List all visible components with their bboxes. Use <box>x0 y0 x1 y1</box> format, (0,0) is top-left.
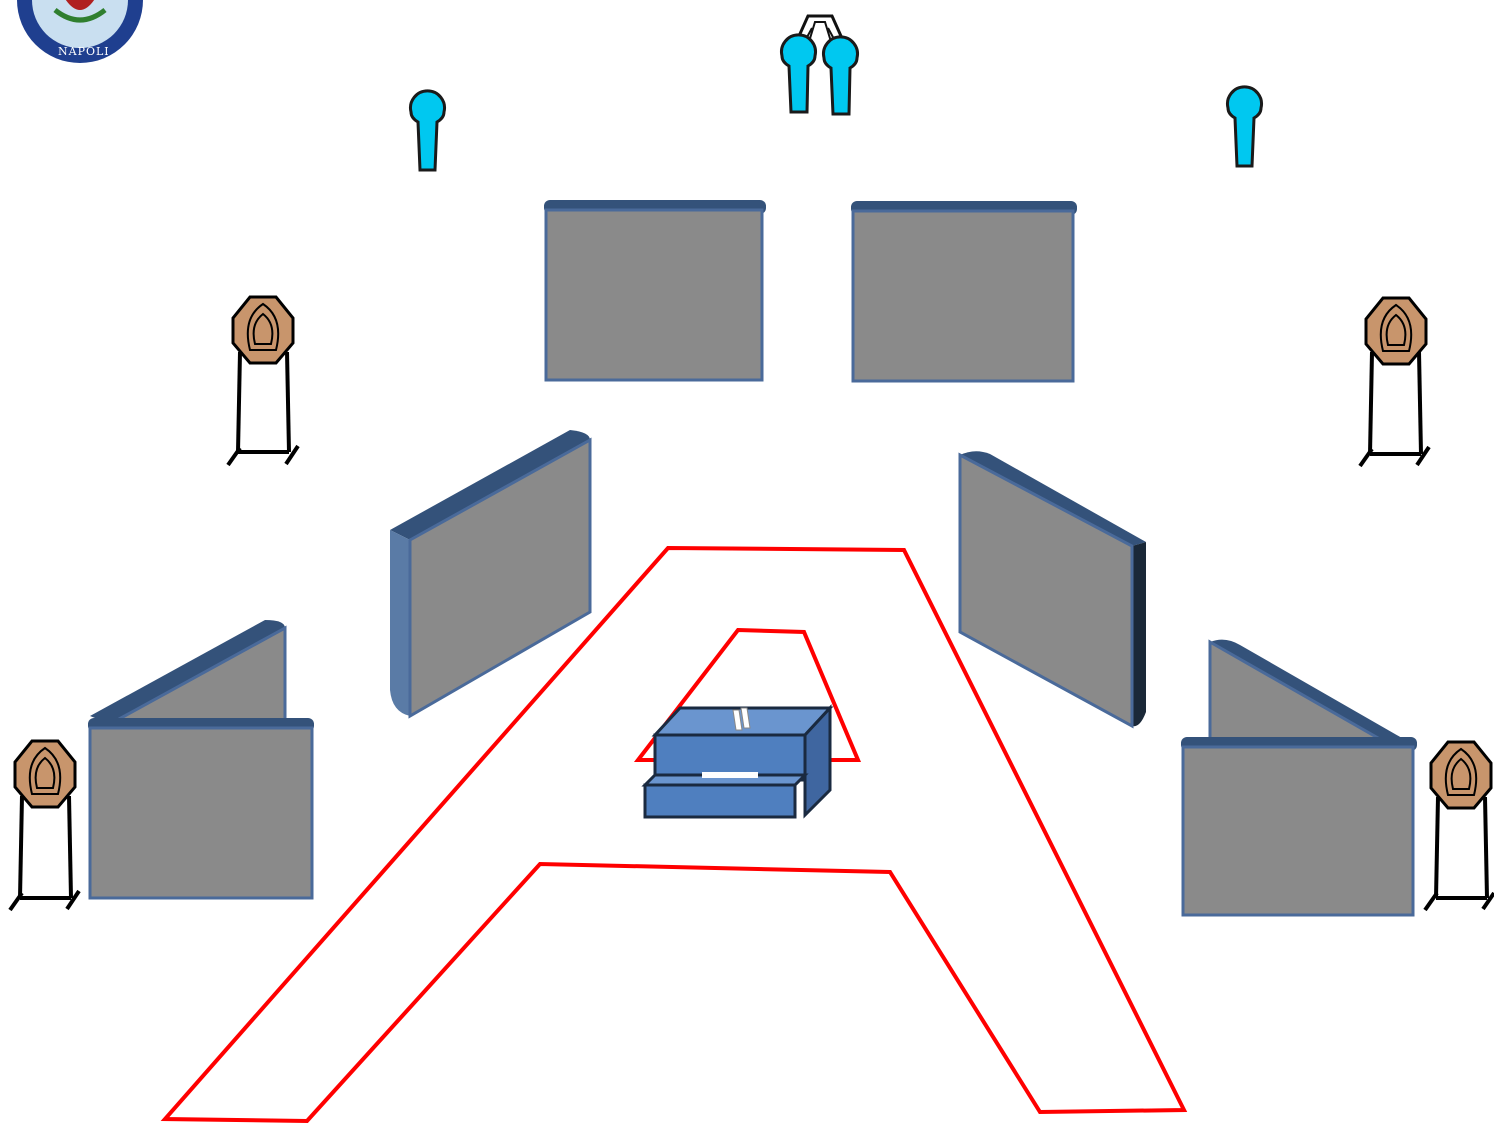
logo-text: NAPOLI <box>58 45 110 58</box>
popper-right <box>1226 85 1263 168</box>
wall-mid-right <box>958 451 1146 729</box>
paper-target-lower-right <box>1423 740 1494 912</box>
shooting-area-outer <box>160 545 1188 1124</box>
wall-low-right <box>1181 639 1417 917</box>
barrel-icon <box>641 704 834 819</box>
paper-target-upper-left <box>226 295 300 467</box>
wall-back-right <box>851 201 1077 383</box>
paper-target-upper-right <box>1358 296 1431 468</box>
paper-target-lower-left <box>8 739 81 912</box>
club-logo-icon: NAPOLI <box>17 0 143 63</box>
wall-low-left <box>88 620 314 900</box>
wall-mid-left <box>390 430 592 719</box>
popper-pair-center <box>780 14 859 116</box>
wall-back-left <box>544 200 766 382</box>
popper-left <box>409 89 446 172</box>
